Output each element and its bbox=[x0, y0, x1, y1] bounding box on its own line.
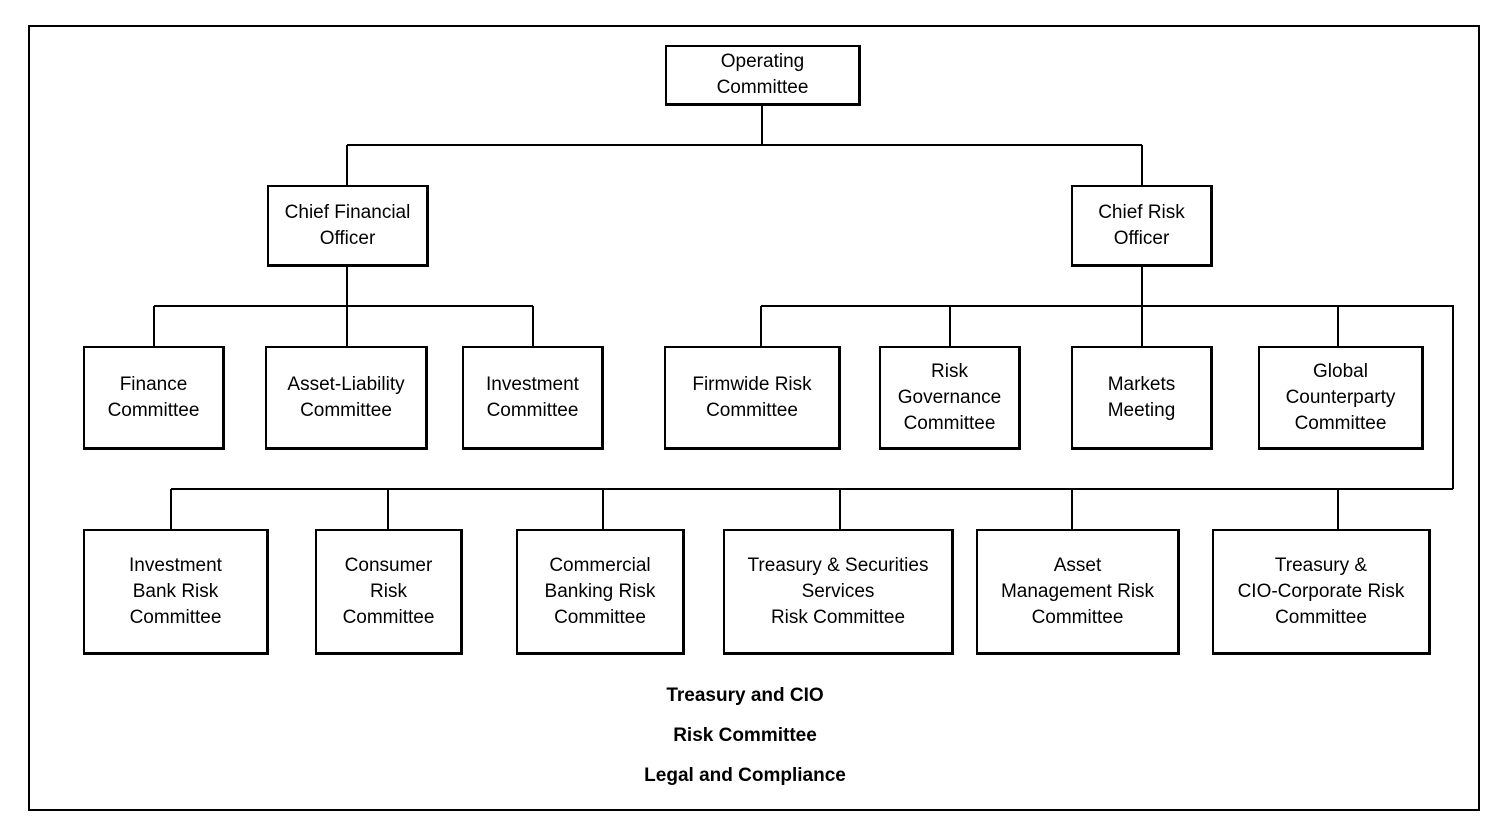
risk-governance-box: Risk Governance Committee bbox=[879, 346, 1021, 450]
cio-risk-label: Treasury & CIO-Corporate Risk Committee bbox=[1237, 554, 1405, 628]
firmwide-risk-label: Firmwide Risk Committee bbox=[692, 373, 812, 421]
markets-meeting-box: Markets Meeting bbox=[1071, 346, 1213, 450]
diagram-frame bbox=[28, 25, 1480, 811]
cro-box: Chief Risk Officer bbox=[1071, 185, 1213, 267]
consumer-risk-label: Consumer Risk Committee bbox=[342, 554, 435, 628]
tss-risk-box: Treasury & Securities Services Risk Comm… bbox=[723, 529, 954, 655]
cio-risk-box: Treasury & CIO-Corporate Risk Committee bbox=[1212, 529, 1431, 655]
markets-meeting-label: Markets Meeting bbox=[1107, 373, 1176, 421]
cb-risk-box: Commercial Banking Risk Committee bbox=[516, 529, 685, 655]
investment-committee-label: Investment Committee bbox=[486, 373, 579, 421]
operating-committee-box: Operating Committee bbox=[665, 45, 861, 106]
consumer-risk-box: Consumer Risk Committee bbox=[315, 529, 463, 655]
cfo-label: Chief Financial Officer bbox=[284, 201, 411, 249]
alco-label: Asset-Liability Committee bbox=[287, 373, 405, 421]
footer-legal-compliance: Legal and Compliance bbox=[644, 765, 846, 786]
ib-risk-box: Investment Bank Risk Committee bbox=[83, 529, 269, 655]
ib-risk-label: Investment Bank Risk Committee bbox=[129, 554, 222, 628]
risk-governance-label: Risk Governance Committee bbox=[897, 360, 1002, 434]
am-risk-label: Asset Management Risk Committee bbox=[1000, 554, 1155, 628]
am-risk-box: Asset Management Risk Committee bbox=[976, 529, 1180, 655]
global-counterparty-box: Global Counterparty Committee bbox=[1258, 346, 1424, 450]
global-counterparty-label: Global Counterparty Committee bbox=[1285, 360, 1396, 434]
footer-treasury-cio: Treasury and CIO bbox=[666, 685, 824, 706]
cb-risk-label: Commercial Banking Risk Committee bbox=[544, 554, 656, 628]
footer-risk-committee: Risk Committee bbox=[673, 725, 817, 746]
tss-risk-label: Treasury & Securities Services Risk Comm… bbox=[747, 554, 929, 628]
connector-cro-bus bbox=[761, 305, 1454, 489]
investment-committee-box: Investment Committee bbox=[462, 346, 604, 450]
finance-committee-label: Finance Committee bbox=[107, 373, 200, 421]
cfo-box: Chief Financial Officer bbox=[267, 185, 429, 267]
operating-committee-label: Operating Committee bbox=[716, 51, 809, 98]
alco-box: Asset-Liability Committee bbox=[265, 346, 428, 450]
firmwide-risk-box: Firmwide Risk Committee bbox=[664, 346, 841, 450]
cro-label: Chief Risk Officer bbox=[1098, 201, 1185, 249]
finance-committee-box: Finance Committee bbox=[83, 346, 225, 450]
